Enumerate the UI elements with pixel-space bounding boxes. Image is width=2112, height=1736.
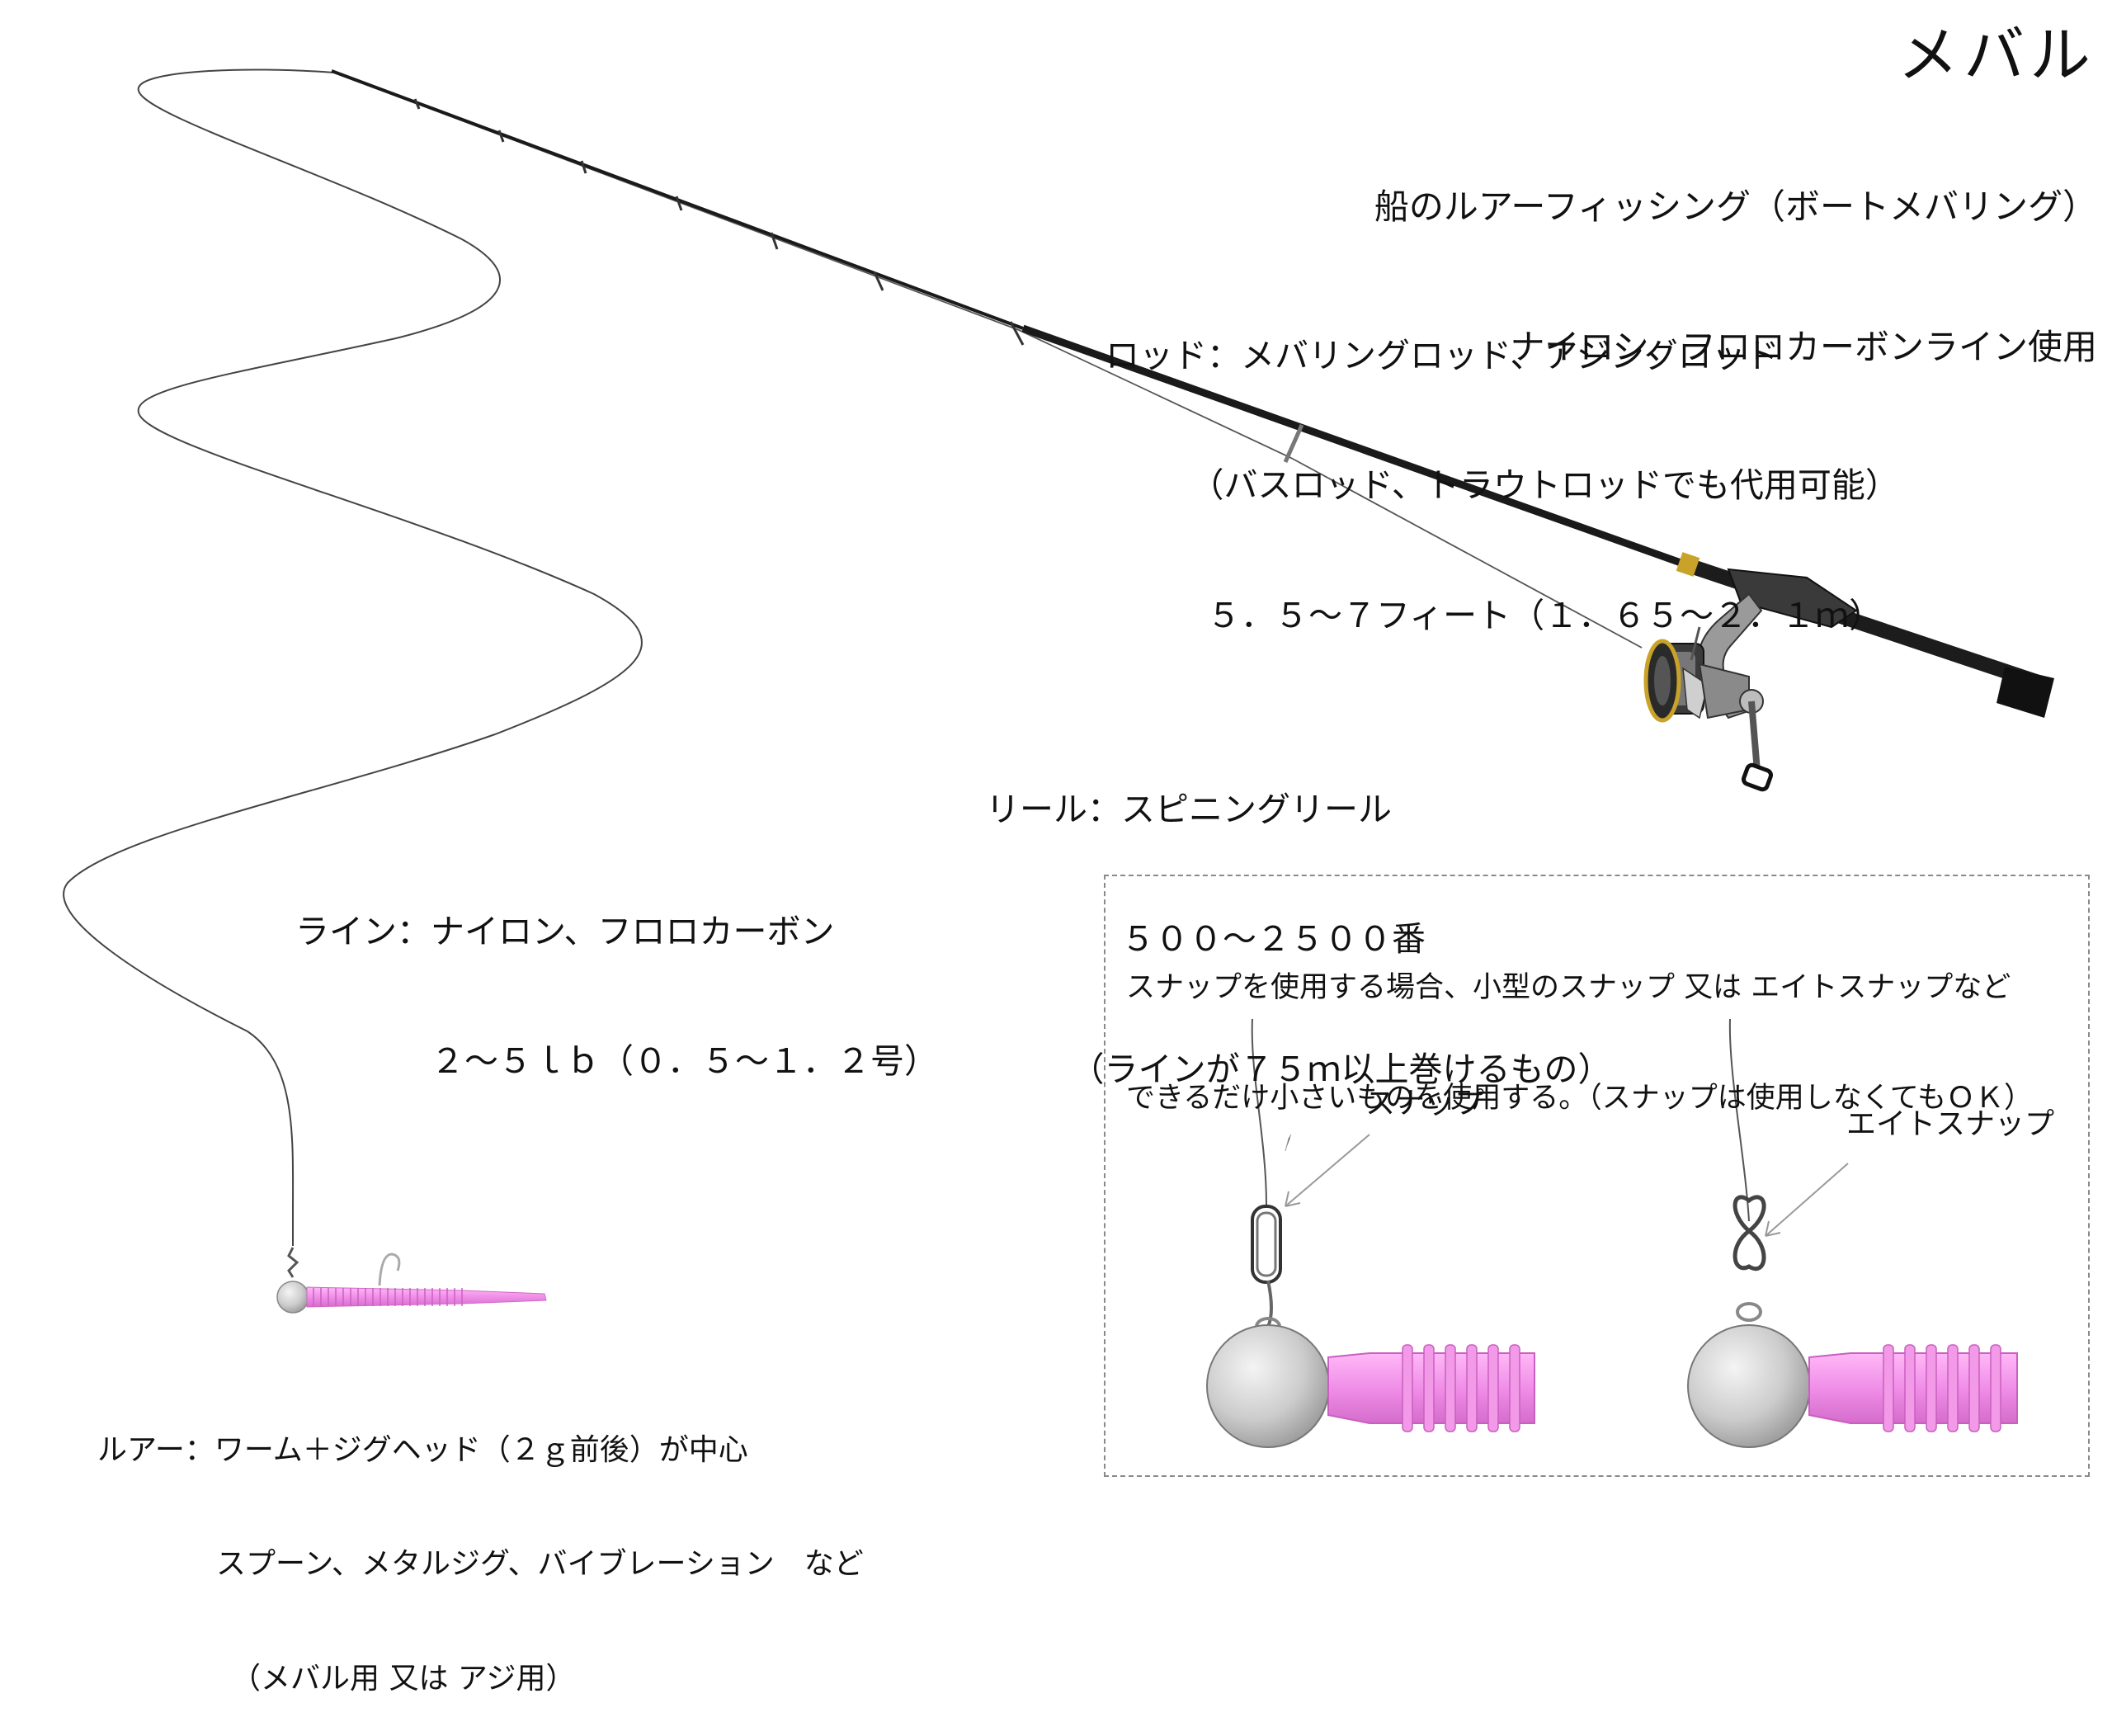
worm-rib [1487, 1344, 1499, 1432]
worm-ribs [313, 1288, 463, 1306]
subtitle: 船のルアーフィッシング（ボートメバリング） ナイロン、フロロカーボンライン使用 [1374, 91, 2097, 418]
snap-note-line-1: スナップを使用する場合、小型のスナップ 又は エイトスナップなど [1126, 970, 2011, 1004]
worm-rib [1926, 1344, 1937, 1432]
snap-info-box [1104, 875, 2090, 1477]
tackle-illustration [63, 68, 2054, 1448]
lure-line-3: （メバル用 又は アジ用） [97, 1661, 576, 1696]
subtitle-line-1: 船のルアーフィッシング（ボートメバリング） [1374, 186, 2097, 228]
lure-line-2: スプーン、メタルジグ、バイブレーション など [97, 1547, 864, 1582]
subtitle-line-2: ナイロン、フロロカーボンライン使用 [1510, 327, 2097, 368]
worm-rib [1947, 1344, 1959, 1432]
lure-line-1: ルアー：ワーム＋ジグヘッド（２ｇ前後）が中心 [97, 1433, 748, 1468]
rod-line-3: ５．５～７フィート（１．６５～２．１ｍ） [1106, 595, 1883, 635]
lure-label: ルアー：ワーム＋ジグヘッド（２ｇ前後）が中心 スプーン、メタルジグ、バイブレーシ… [97, 1356, 864, 1736]
eight-worm-ribs [1883, 1344, 2001, 1432]
line-line-2: ２～５ｌｂ（０．５～１．２号） [295, 1041, 938, 1082]
snap-note: スナップを使用する場合、小型のスナップ 又は エイトスナップなど できるだけ小さ… [1126, 895, 2033, 1154]
jighead-worm-icon [276, 1247, 547, 1314]
snap-note-line-2: できるだけ小さいものを使用する。（スナップは使用しなくてもＯＫ） [1126, 1081, 2034, 1115]
worm-rib [1904, 1344, 1916, 1432]
fishing-line [63, 68, 643, 1246]
fishing-rod-icon [331, 69, 2054, 718]
worm-rib [1883, 1344, 1894, 1432]
snap-label: スナップ [1365, 1087, 1485, 1120]
worm-rib [1990, 1344, 2001, 1432]
line-label: ライン：ナイロン、フロロカーボン ２～５ｌｂ（０．５～１．２号） [295, 823, 938, 1126]
snap-worm-ribs [1402, 1344, 1520, 1432]
reel-line-2: ５００～２５００番 [986, 919, 1426, 960]
eight-snap-icon [1687, 1018, 2018, 1448]
reel-label: リール：スピニングリール ５００～２５００番 （ラインが７５ｍ以上巻けるもの） [986, 701, 1612, 1135]
line-line-1: ライン：ナイロン、フロロカーボン [295, 911, 835, 951]
rod-label: ロッド：メバリングロッド、アジングロッド （バスロッド、トラウトロッドでも代用可… [1106, 248, 1899, 681]
snap-icon [1206, 1018, 1535, 1448]
worm-rib [1445, 1344, 1456, 1432]
pointer-arrows [1285, 1134, 1849, 1237]
reel-line-1: リール：スピニングリール [986, 789, 1392, 829]
worm-rib [1402, 1344, 1413, 1432]
worm-rib [1466, 1344, 1478, 1432]
rod-line-1: ロッド：メバリングロッド、アジングロッド [1106, 335, 1780, 375]
rod-line-2: （バスロッド、トラウトロッドでも代用可能） [1106, 465, 1899, 506]
reel-line-3: （ラインが７５ｍ以上巻けるもの） [986, 1049, 1612, 1089]
page-title: メバル [1898, 20, 2096, 91]
spinning-reel-icon [1643, 592, 1774, 792]
worm-rib [1423, 1344, 1435, 1432]
worm-rib [1509, 1344, 1520, 1432]
rod-line [333, 72, 1643, 649]
worm-rib [1968, 1344, 1980, 1432]
eight-snap-label: エイトスナップ [1846, 1107, 2055, 1141]
